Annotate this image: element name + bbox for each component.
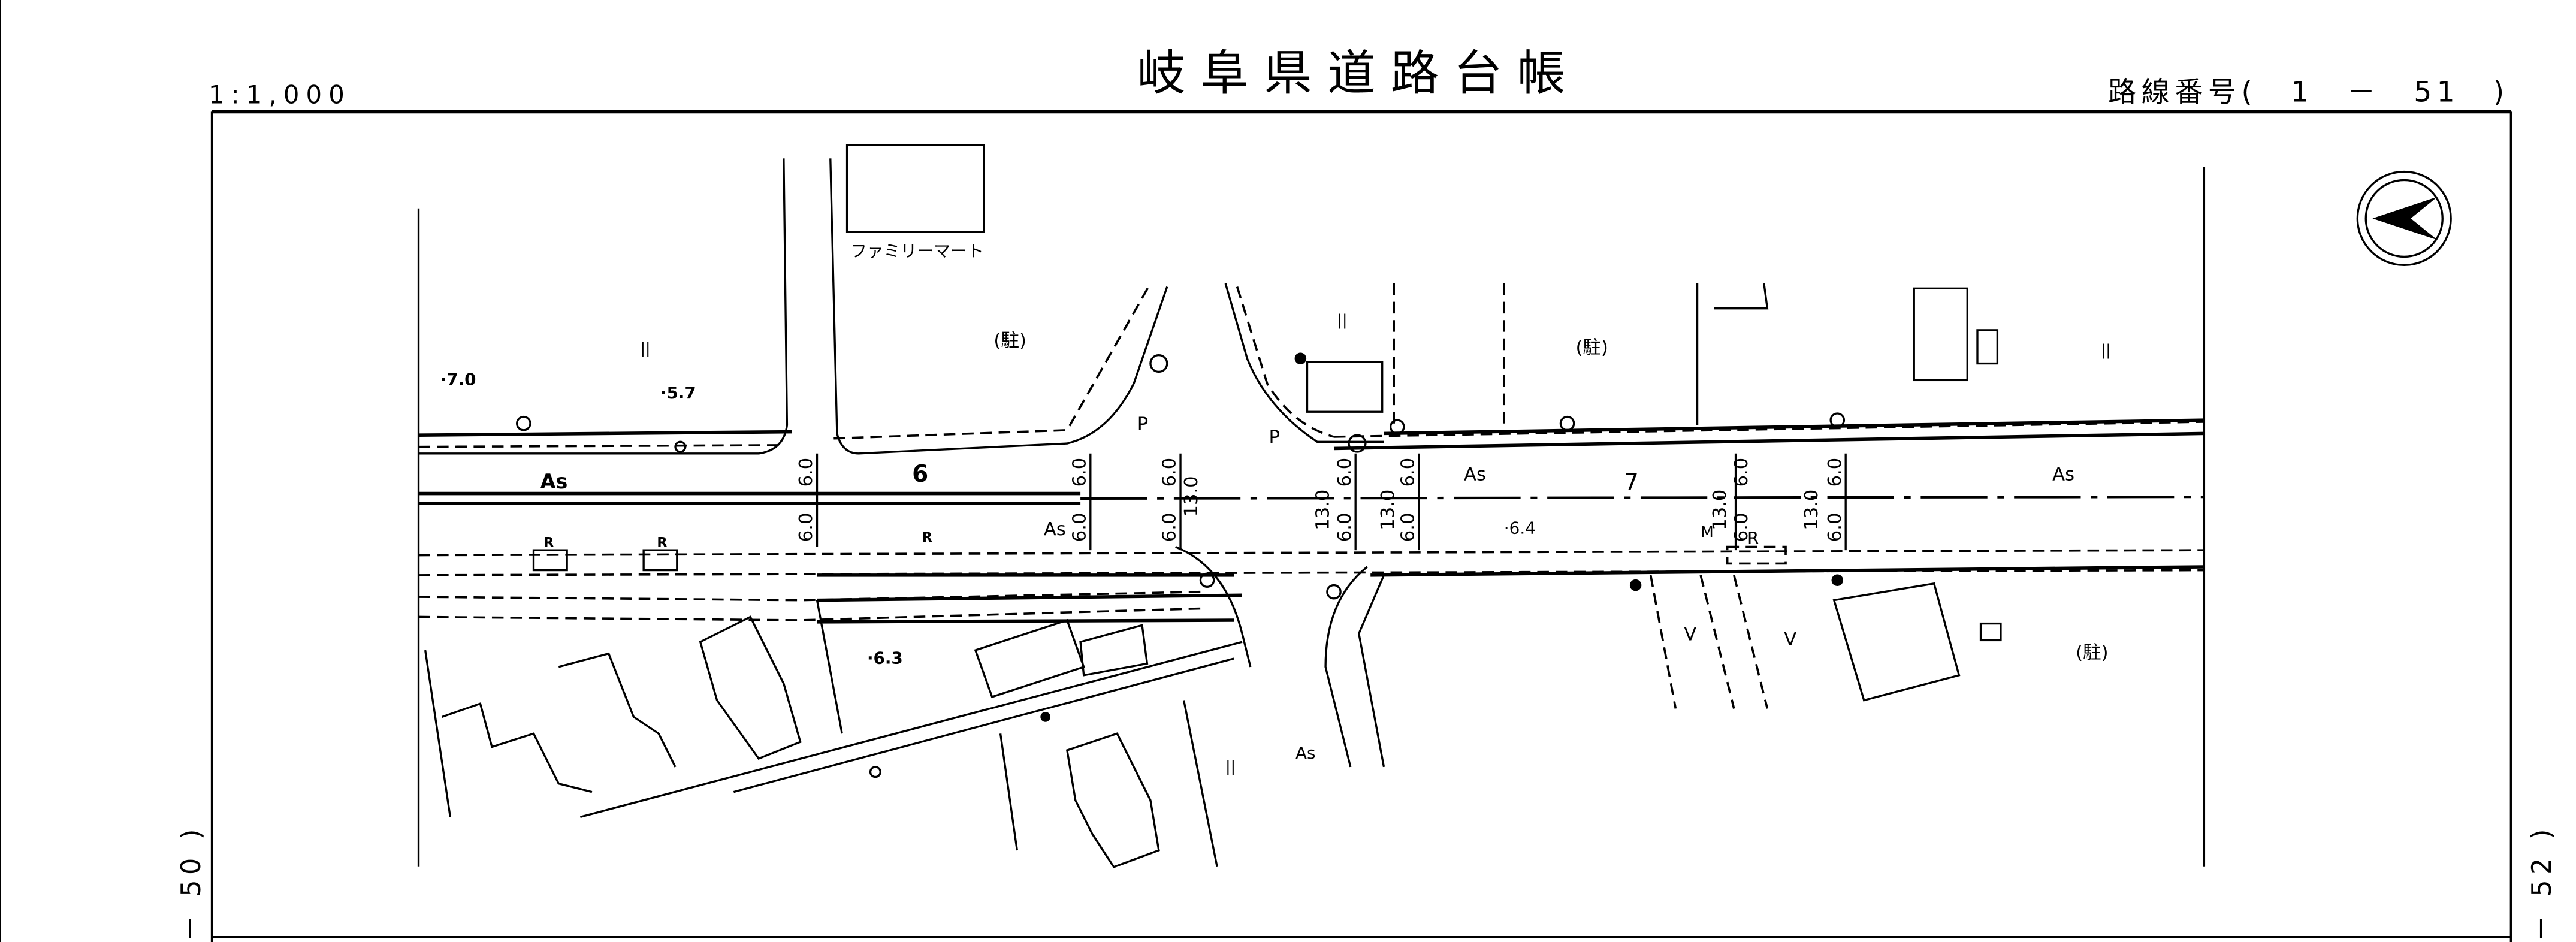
parking-label: (駐) [2076,642,2108,663]
width-label: 6.0 [796,513,817,542]
buildings [424,144,2002,868]
surface-label: As [1044,519,1066,540]
utility-poles [516,352,1846,778]
parking-label: (駐) [1575,337,1608,358]
surface-label: As [1464,464,1486,485]
road-north-edge [418,158,2204,455]
total-width-label: 13.0 [1710,490,1731,530]
total-width-label: 13.0 [1313,490,1334,530]
building-family-mart [845,144,985,233]
elevation-label: ·6.3 [867,648,903,668]
marker-r: R [657,535,667,551]
surface-label: As [1295,743,1316,763]
surface-label: As [540,470,568,493]
roadway [418,491,2204,506]
width-label: 6.0 [1069,513,1090,542]
marker-m: M [1701,523,1714,541]
elevation-label: ·7.0 [440,370,476,390]
shelters [532,545,1787,572]
width-label: 6.0 [1731,458,1752,487]
width-label: 6.0 [1398,513,1419,542]
parking-label: (駐) [993,331,1026,352]
total-width-label: 13.0 [1378,490,1399,530]
field-mark: || [2101,342,2111,359]
total-width-label: 13.0 [1801,490,1822,530]
elevation-label: ·5.7 [660,383,696,403]
sheet-link-left[interactable]: － 50 ) [176,824,207,942]
station-number: 7 [1624,469,1639,496]
north-arrow-icon [2356,170,2452,267]
marker-r: R [1747,528,1759,548]
width-label: 6.0 [796,458,817,487]
width-label: 6.0 [1731,513,1752,542]
field-mark: V [1784,629,1796,650]
width-label: 6.0 [1069,458,1090,487]
width-label: 6.0 [1159,513,1180,542]
sheet-link-right[interactable]: － 52 ) [2527,824,2557,942]
marker-r: R [922,530,932,545]
field-mark: || [1337,312,1348,329]
width-label: 6.0 [1825,513,1846,542]
store-label: ファミリーマート [850,241,983,261]
width-label: 6.0 [1398,458,1419,487]
field-mark: V [1684,624,1696,645]
width-label: 6.0 [1159,458,1180,487]
road-south-edge [418,546,2204,768]
marker-p: P [1137,414,1148,435]
width-dimensions [816,453,1847,551]
marker-p: P [1269,427,1280,448]
width-label: 6.0 [1334,458,1355,487]
width-label: 6.0 [1825,458,1846,487]
page-title: 岐阜県道路台帳 [1137,46,1581,102]
station-number: 6 [912,461,928,488]
field-mark: || [1225,758,1236,775]
scale-label: 1:1,000 [209,80,351,110]
total-width-label: 13.0 [1181,476,1202,517]
field-mark: || [641,340,651,357]
width-label: 6.0 [1334,513,1355,542]
route-number: 路線番号( 1 － 51 ) [2108,76,2509,109]
elevation-label: ·6.4 [1504,518,1536,538]
surface-label: As [2052,464,2074,485]
marker-r: R [543,535,554,551]
